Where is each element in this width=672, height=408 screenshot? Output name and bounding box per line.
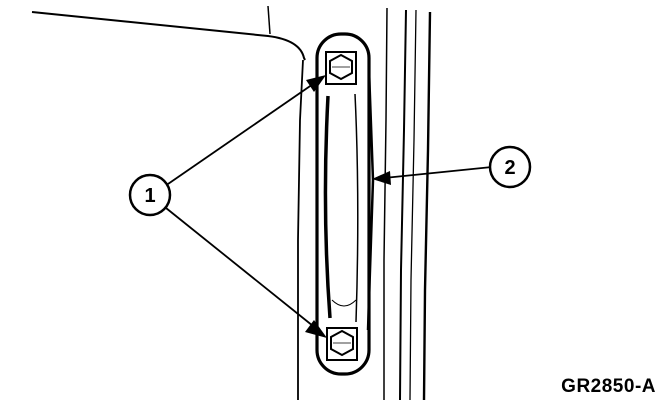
callout-2-label: 2 — [504, 157, 515, 179]
callout-1-label: 1 — [144, 185, 155, 207]
callout-2: 2 — [488, 145, 532, 189]
pillar-line-d — [422, 11, 432, 401]
pillar-line-b — [399, 9, 407, 401]
pillar-line-a — [383, 7, 388, 400]
leader-line-lower-bolt — [165, 207, 327, 338]
body-panel-crease — [267, 5, 271, 35]
bolt-lower — [326, 327, 358, 361]
strap — [315, 32, 375, 376]
callout-1: 1 — [128, 173, 172, 217]
inner-panel-edge — [297, 59, 304, 400]
figure-id-label: GR2850-A — [561, 376, 656, 397]
leader-line-strap — [372, 166, 493, 185]
bolt-upper — [325, 51, 357, 85]
body-panel-edge — [31, 11, 306, 61]
pillar-line-c — [409, 9, 417, 401]
leader-line-upper-bolt — [167, 75, 326, 185]
